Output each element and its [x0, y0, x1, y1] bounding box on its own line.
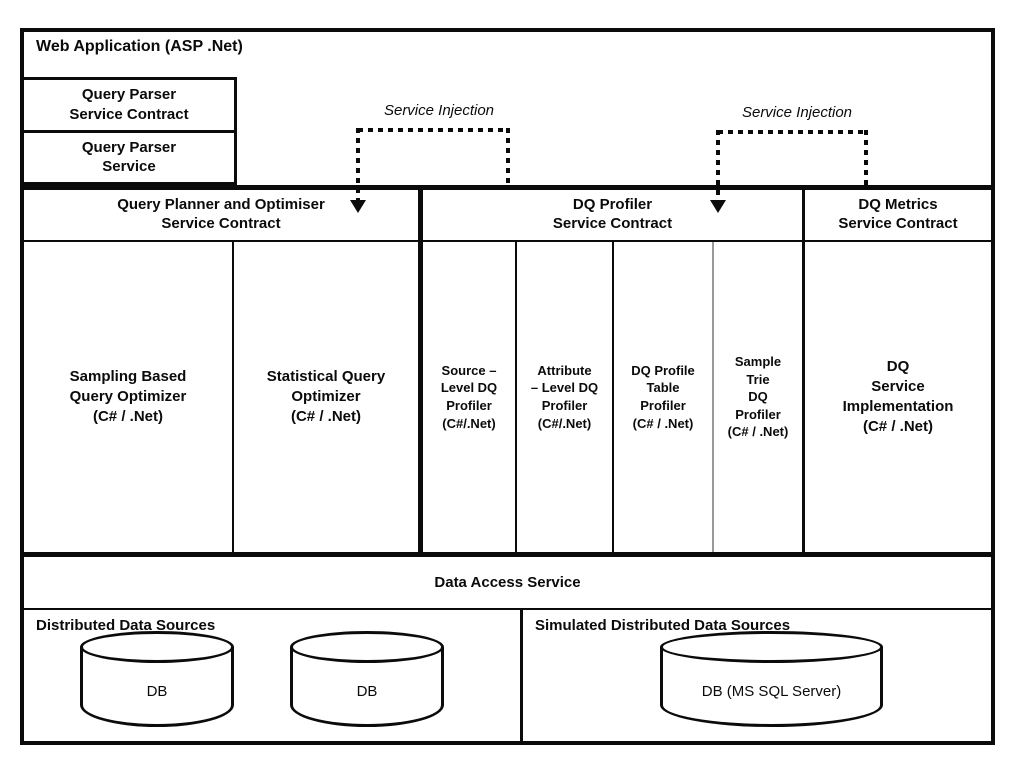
cylinder-top-icon: [660, 631, 883, 663]
injection-dotted-line-left: [356, 128, 360, 200]
arrow-down-icon: [710, 200, 726, 213]
simulated-data-sources-panel: Simulated Distributed Data Sources DB (M…: [523, 610, 991, 741]
database-cylinder: DB (MS SQL Server): [660, 631, 883, 727]
section-header-row: Query Planner and Optimiser Service Cont…: [24, 190, 991, 242]
component-statistical-query-optimizer: Statistical Query Optimizer (C# / .Net): [232, 242, 418, 552]
component-source-level-dq-profiler: Source – Level DQ Profiler (C#/.Net): [418, 242, 515, 552]
cylinder-top-icon: [290, 631, 444, 663]
arrow-down-icon: [350, 200, 366, 213]
data-access-service-label: Data Access Service: [434, 574, 581, 591]
cylinder-top-icon: [80, 631, 234, 663]
injection-dotted-line-horizontal: [718, 130, 866, 134]
component-sampling-based-query-optimizer: Sampling Based Query Optimizer (C# / .Ne…: [69, 367, 187, 426]
database-cylinder: DB: [80, 631, 234, 727]
injection-dotted-line-right: [864, 130, 868, 190]
data-sources-row: Distributed Data Sources DB DB Simulated…: [24, 608, 991, 741]
component-dq-service-implementation: DQ Service Implementation (C# / .Net): [802, 242, 991, 552]
section-header-dq-profiler: DQ Profiler Service Contract: [418, 190, 802, 242]
db-label: DB: [146, 683, 168, 700]
service-injection-label: Service Injection: [741, 104, 853, 121]
service-injection-label: Service Injection: [383, 102, 495, 119]
db-label: DB: [356, 683, 378, 700]
distributed-data-sources-panel: Distributed Data Sources DB DB: [24, 610, 523, 741]
injection-dotted-line-horizontal: [358, 128, 510, 132]
component-dq-profile-table-profiler: DQ Profile Table Profiler (C# / .Net): [612, 242, 712, 552]
query-parser-service-contract-box: Query Parser Service Contract: [69, 86, 189, 123]
query-parser-service-box: Query Parser Service: [24, 129, 234, 183]
injection-dotted-line-right: [506, 128, 510, 190]
distributed-data-sources-title: Distributed Data Sources: [36, 617, 216, 634]
component-sample-trie-dq-profiler: Sample Trie DQ Profiler (C# / .Net): [712, 242, 802, 552]
data-access-service-bar: Data Access Service: [24, 552, 991, 608]
query-parser-stack: Query Parser Service Contract Query Pars…: [24, 77, 237, 185]
architecture-diagram: Web Application (ASP .Net) Query Parser …: [20, 28, 995, 745]
section-header-query-planner: Query Planner and Optimiser Service Cont…: [24, 190, 418, 242]
injection-dotted-line-left: [716, 130, 720, 200]
section-header-dq-metrics: DQ Metrics Service Contract: [802, 190, 991, 242]
simulated-data-sources-title: Simulated Distributed Data Sources: [535, 617, 791, 634]
db-label: DB (MS SQL Server): [701, 683, 842, 700]
component-row: Sampling Based Query Optimizer (C# / .Ne…: [24, 242, 991, 552]
component-attribute-level-dq-profiler: Attribute – Level DQ Profiler (C#/.Net): [515, 242, 612, 552]
web-application-title: Web Application (ASP .Net): [36, 38, 243, 55]
database-cylinder: DB: [290, 631, 444, 727]
